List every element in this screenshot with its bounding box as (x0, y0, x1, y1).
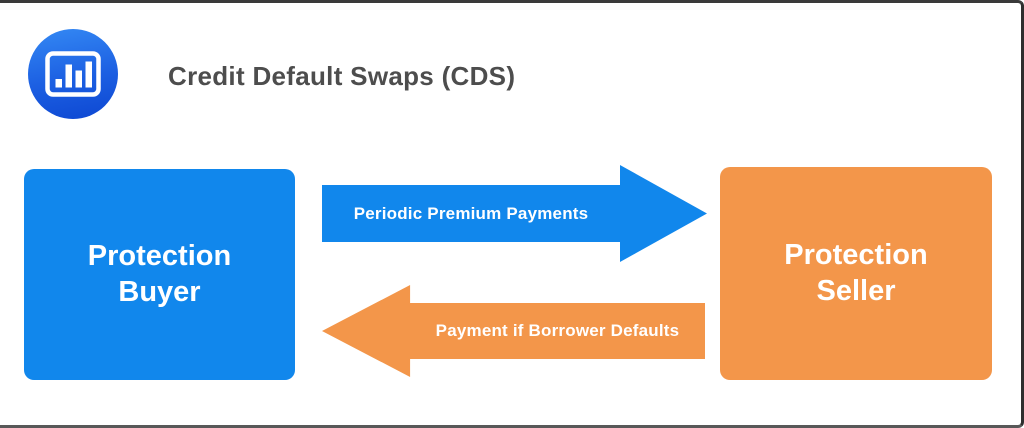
page-title: Credit Default Swaps (CDS) (168, 61, 516, 91)
premium-payments-arrow-right: Periodic Premium Payments (322, 165, 707, 262)
protection-seller-label: Protection Seller (784, 238, 928, 307)
bar-chart-icon (28, 29, 118, 119)
premium-payments-arrow-label: Periodic Premium Payments (353, 203, 589, 223)
protection-buyer-box: Protection Buyer (24, 169, 295, 380)
protection-buyer-label: Protection Buyer (87, 239, 232, 308)
protection-seller-box: Protection Seller (720, 167, 992, 380)
default-payment-arrow-label: Payment if Borrower Defaults (435, 321, 680, 340)
default-payment-arrow-left: Payment if Borrower Defaults (322, 285, 705, 377)
